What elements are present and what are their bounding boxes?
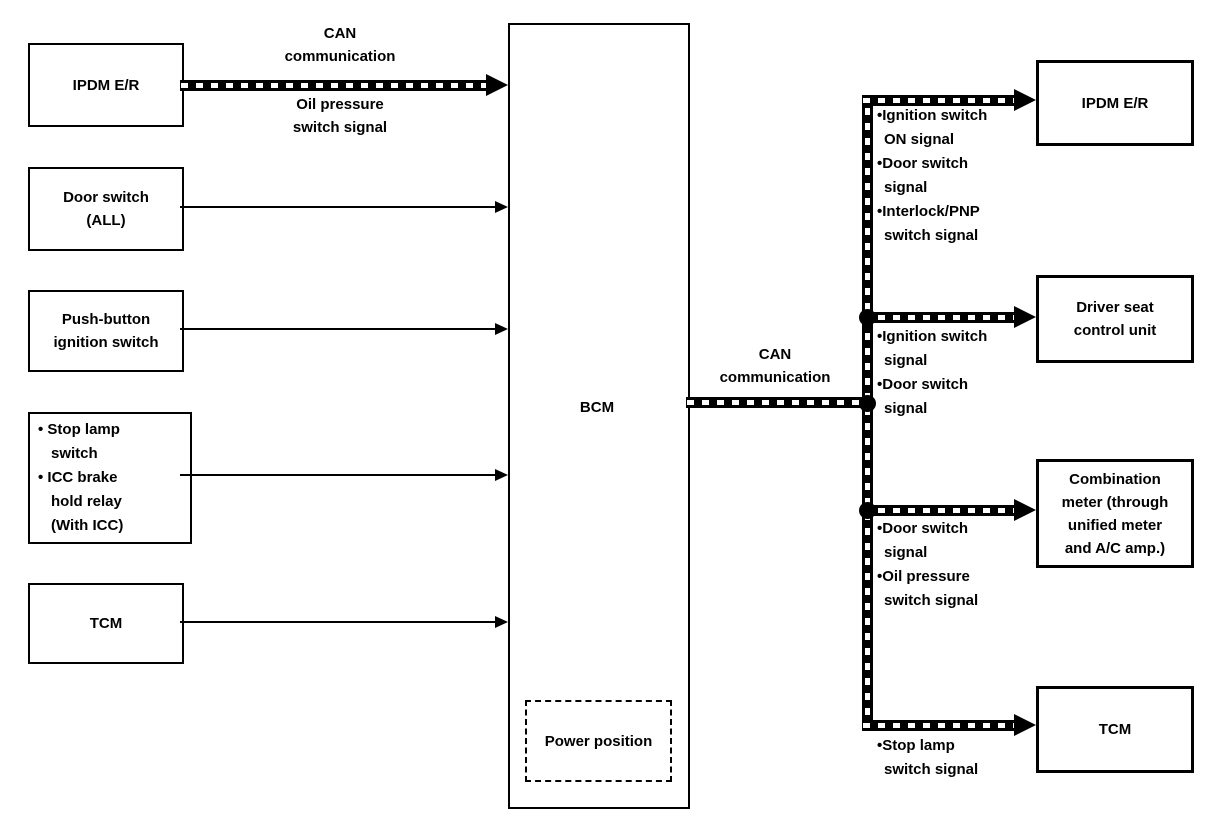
box-label: and A/C amp.) <box>1064 539 1166 557</box>
power-position-box: Power position <box>525 700 672 782</box>
connector-can-to-ipdm <box>862 95 1018 106</box>
box-label: switch <box>51 445 98 462</box>
connector-can-to-combination-meter <box>862 505 1018 516</box>
box-label: • ICC brake <box>38 469 118 486</box>
can-communication-label-left: CAN communication <box>284 25 396 65</box>
arrowhead-icon <box>495 201 508 213</box>
box-push-button-ignition-switch: Push-button ignition switch <box>28 290 184 372</box>
box-tcm-right: TCM <box>1036 686 1194 773</box>
arrowhead-icon <box>495 469 508 481</box>
box-combination-meter: Combination meter (through unified meter… <box>1036 459 1194 568</box>
connector-ipdm-to-bcm <box>180 80 488 91</box>
connector-tcm-to-bcm <box>180 621 496 623</box>
box-label: Push-button <box>61 311 151 328</box>
box-bcm <box>508 23 690 809</box>
box-label: unified meter <box>1067 516 1163 534</box>
connector-ignition-switch-to-bcm <box>180 328 496 330</box>
box-label: hold relay <box>51 493 122 510</box>
box-ipdm-er-left: IPDM E/R <box>28 43 184 127</box>
box-tcm-left: TCM <box>28 583 184 664</box>
connector-bcm-can-out <box>686 397 873 408</box>
arrowhead-icon <box>486 74 508 96</box>
box-label: Door switch <box>63 189 149 206</box>
arrowhead-icon <box>1014 714 1036 736</box>
signals-to-tcm: •Stop lamp switch signal <box>877 737 979 778</box>
box-label: TCM <box>89 615 123 632</box>
box-label: meter (through <box>1061 493 1169 511</box>
box-stop-lamp-icc: • Stop lamp switch • ICC brake hold rela… <box>28 412 192 544</box>
box-door-switch: Door switch (ALL) <box>28 167 184 251</box>
box-label: Driver seat <box>1076 299 1154 316</box>
box-label: control unit <box>1073 322 1157 339</box>
box-driver-seat-control-unit: Driver seat control unit <box>1036 275 1194 363</box>
power-position-label: Power position <box>544 732 653 750</box>
bcm-label: BCM <box>579 399 615 416</box>
connector-can-to-tcm <box>862 720 1018 731</box>
box-label: (ALL) <box>86 212 126 229</box>
box-label: IPDM E/R <box>1081 94 1149 112</box>
arrowhead-icon <box>1014 89 1036 111</box>
arrowhead-icon <box>1014 306 1036 328</box>
can-communication-label-right: CAN communication <box>719 346 831 386</box>
connector-can-to-driver-seat <box>862 312 1018 323</box>
junction-dot <box>859 309 876 326</box>
box-label: TCM <box>1098 721 1132 738</box>
can-trunk-line <box>862 95 873 731</box>
junction-dot <box>859 395 876 412</box>
junction-dot <box>859 502 876 519</box>
signals-to-ipdm: •Ignition switch ON signal •Door switch … <box>877 107 988 244</box>
box-label: IPDM E/R <box>72 76 140 94</box>
arrowhead-icon <box>1014 499 1036 521</box>
signals-to-combination-meter: •Door switch signal •Oil pressure switch… <box>877 520 979 609</box>
arrowhead-icon <box>495 323 508 335</box>
arrowhead-icon <box>495 616 508 628</box>
signals-to-driver-seat: •Ignition switch signal •Door switch sig… <box>877 328 988 417</box>
connector-stop-lamp-to-bcm <box>180 474 496 476</box>
connector-door-switch-to-bcm <box>180 206 496 208</box>
box-label: (With ICC) <box>51 517 124 534</box>
oil-pressure-switch-signal-label: Oil pressure switch signal <box>292 96 388 136</box>
box-label: ignition switch <box>53 334 159 351</box>
box-label: • Stop lamp <box>38 421 120 438</box>
box-ipdm-er-right: IPDM E/R <box>1036 60 1194 146</box>
box-label: Combination <box>1069 470 1161 488</box>
